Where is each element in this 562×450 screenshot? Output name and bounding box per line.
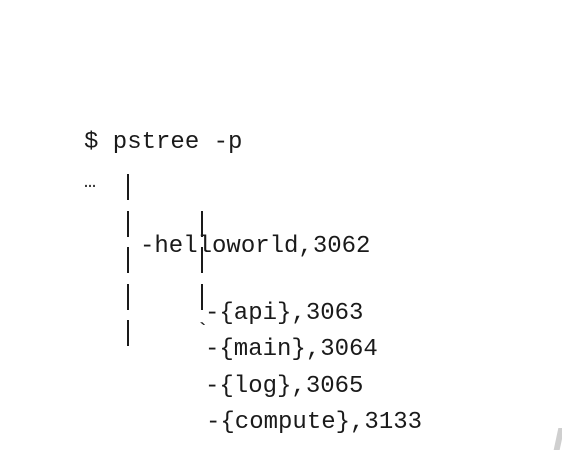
- tree-last-branch-marker: `: [196, 320, 210, 345]
- command-row: $ pstree -p: [0, 98, 242, 188]
- tree-branch-line: [127, 284, 129, 310]
- process-root: -helloworld,3062: [140, 233, 371, 260]
- tree-root-row: -helloworld,3062: [0, 172, 370, 292]
- tree-child-row: -{main},3064: [0, 245, 378, 395]
- truncation-ellipsis: …: [84, 171, 97, 194]
- tree-branch-line: [127, 174, 129, 200]
- thread-api: -{api},3063: [205, 300, 364, 327]
- corner-artifact: [553, 428, 562, 450]
- tree-branch-line: [201, 211, 203, 237]
- tree-child-row: -{log},3065: [0, 282, 363, 432]
- thread-compute: -{compute},3133: [206, 409, 423, 436]
- tree-branch-line: [127, 211, 129, 237]
- command-text: $ pstree -p: [84, 129, 243, 156]
- thread-log: -{log},3065: [205, 373, 364, 400]
- thread-main: -{main},3064: [205, 336, 378, 363]
- tree-branch-line: [127, 247, 129, 273]
- tree-branch-line: [127, 320, 129, 346]
- tree-last-child-row: ` -{compute},3133: [0, 318, 422, 450]
- tree-branch-line: [201, 247, 203, 273]
- tree-child-row: -{api},3063: [0, 209, 363, 359]
- ellipsis-row: …: [0, 138, 96, 228]
- tree-branch-line: [201, 284, 203, 310]
